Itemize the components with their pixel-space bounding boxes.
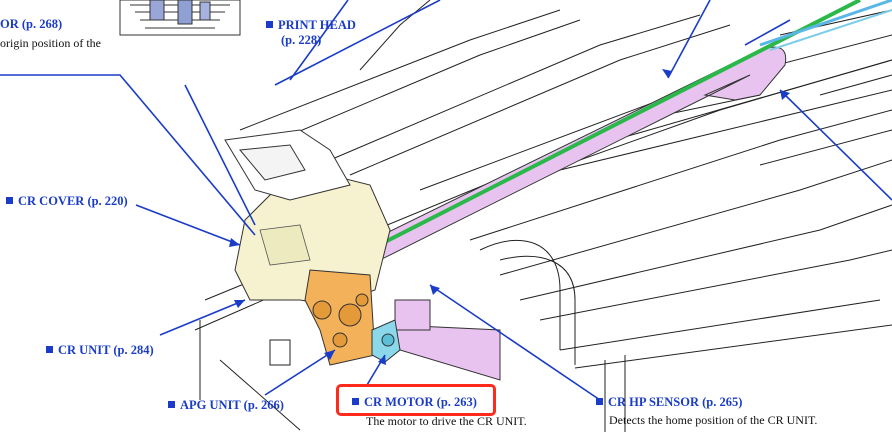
bullet-icon — [46, 346, 53, 353]
print-head-page: (p. 228) — [281, 33, 322, 47]
bullet-icon — [168, 401, 175, 408]
bullet-icon — [266, 21, 273, 28]
cr-hp-sensor-description: Detects the home position of the CR UNIT… — [609, 413, 818, 427]
bullet-icon — [6, 197, 13, 204]
cr-unit-label[interactable]: CR UNIT (p. 284) — [46, 343, 154, 357]
printer-frame — [194, 0, 892, 432]
cr-unit-shape — [304, 269, 376, 366]
cr-hp-sensor-label[interactable]: CR HP SENSOR (p. 265) — [596, 395, 742, 409]
bullet-icon — [352, 398, 359, 405]
cr-cover-label[interactable]: CR COVER (p. 220) — [6, 194, 128, 208]
carriage-top — [224, 129, 351, 201]
cr-motor-highlight — [336, 384, 496, 416]
print-head-sketch — [119, 0, 241, 36]
origin-description: origin position of the — [0, 36, 101, 50]
or-motor-label[interactable]: OR (p. 268) — [0, 17, 63, 31]
bullet-icon — [596, 398, 603, 405]
pointer-arrowheads — [229, 69, 790, 365]
cr-motor-shape — [371, 319, 401, 363]
print-head-label[interactable]: PRINT HEAD — [266, 18, 356, 32]
carriage-rail — [329, 0, 892, 272]
apg-unit-label[interactable]: APG UNIT (p. 266) — [168, 398, 284, 412]
cr-motor-description: The motor to drive the CR UNIT. — [366, 414, 527, 428]
cr-motor-label[interactable]: CR MOTOR (p. 263) — [352, 395, 477, 409]
pointer-lines — [0, 0, 892, 401]
